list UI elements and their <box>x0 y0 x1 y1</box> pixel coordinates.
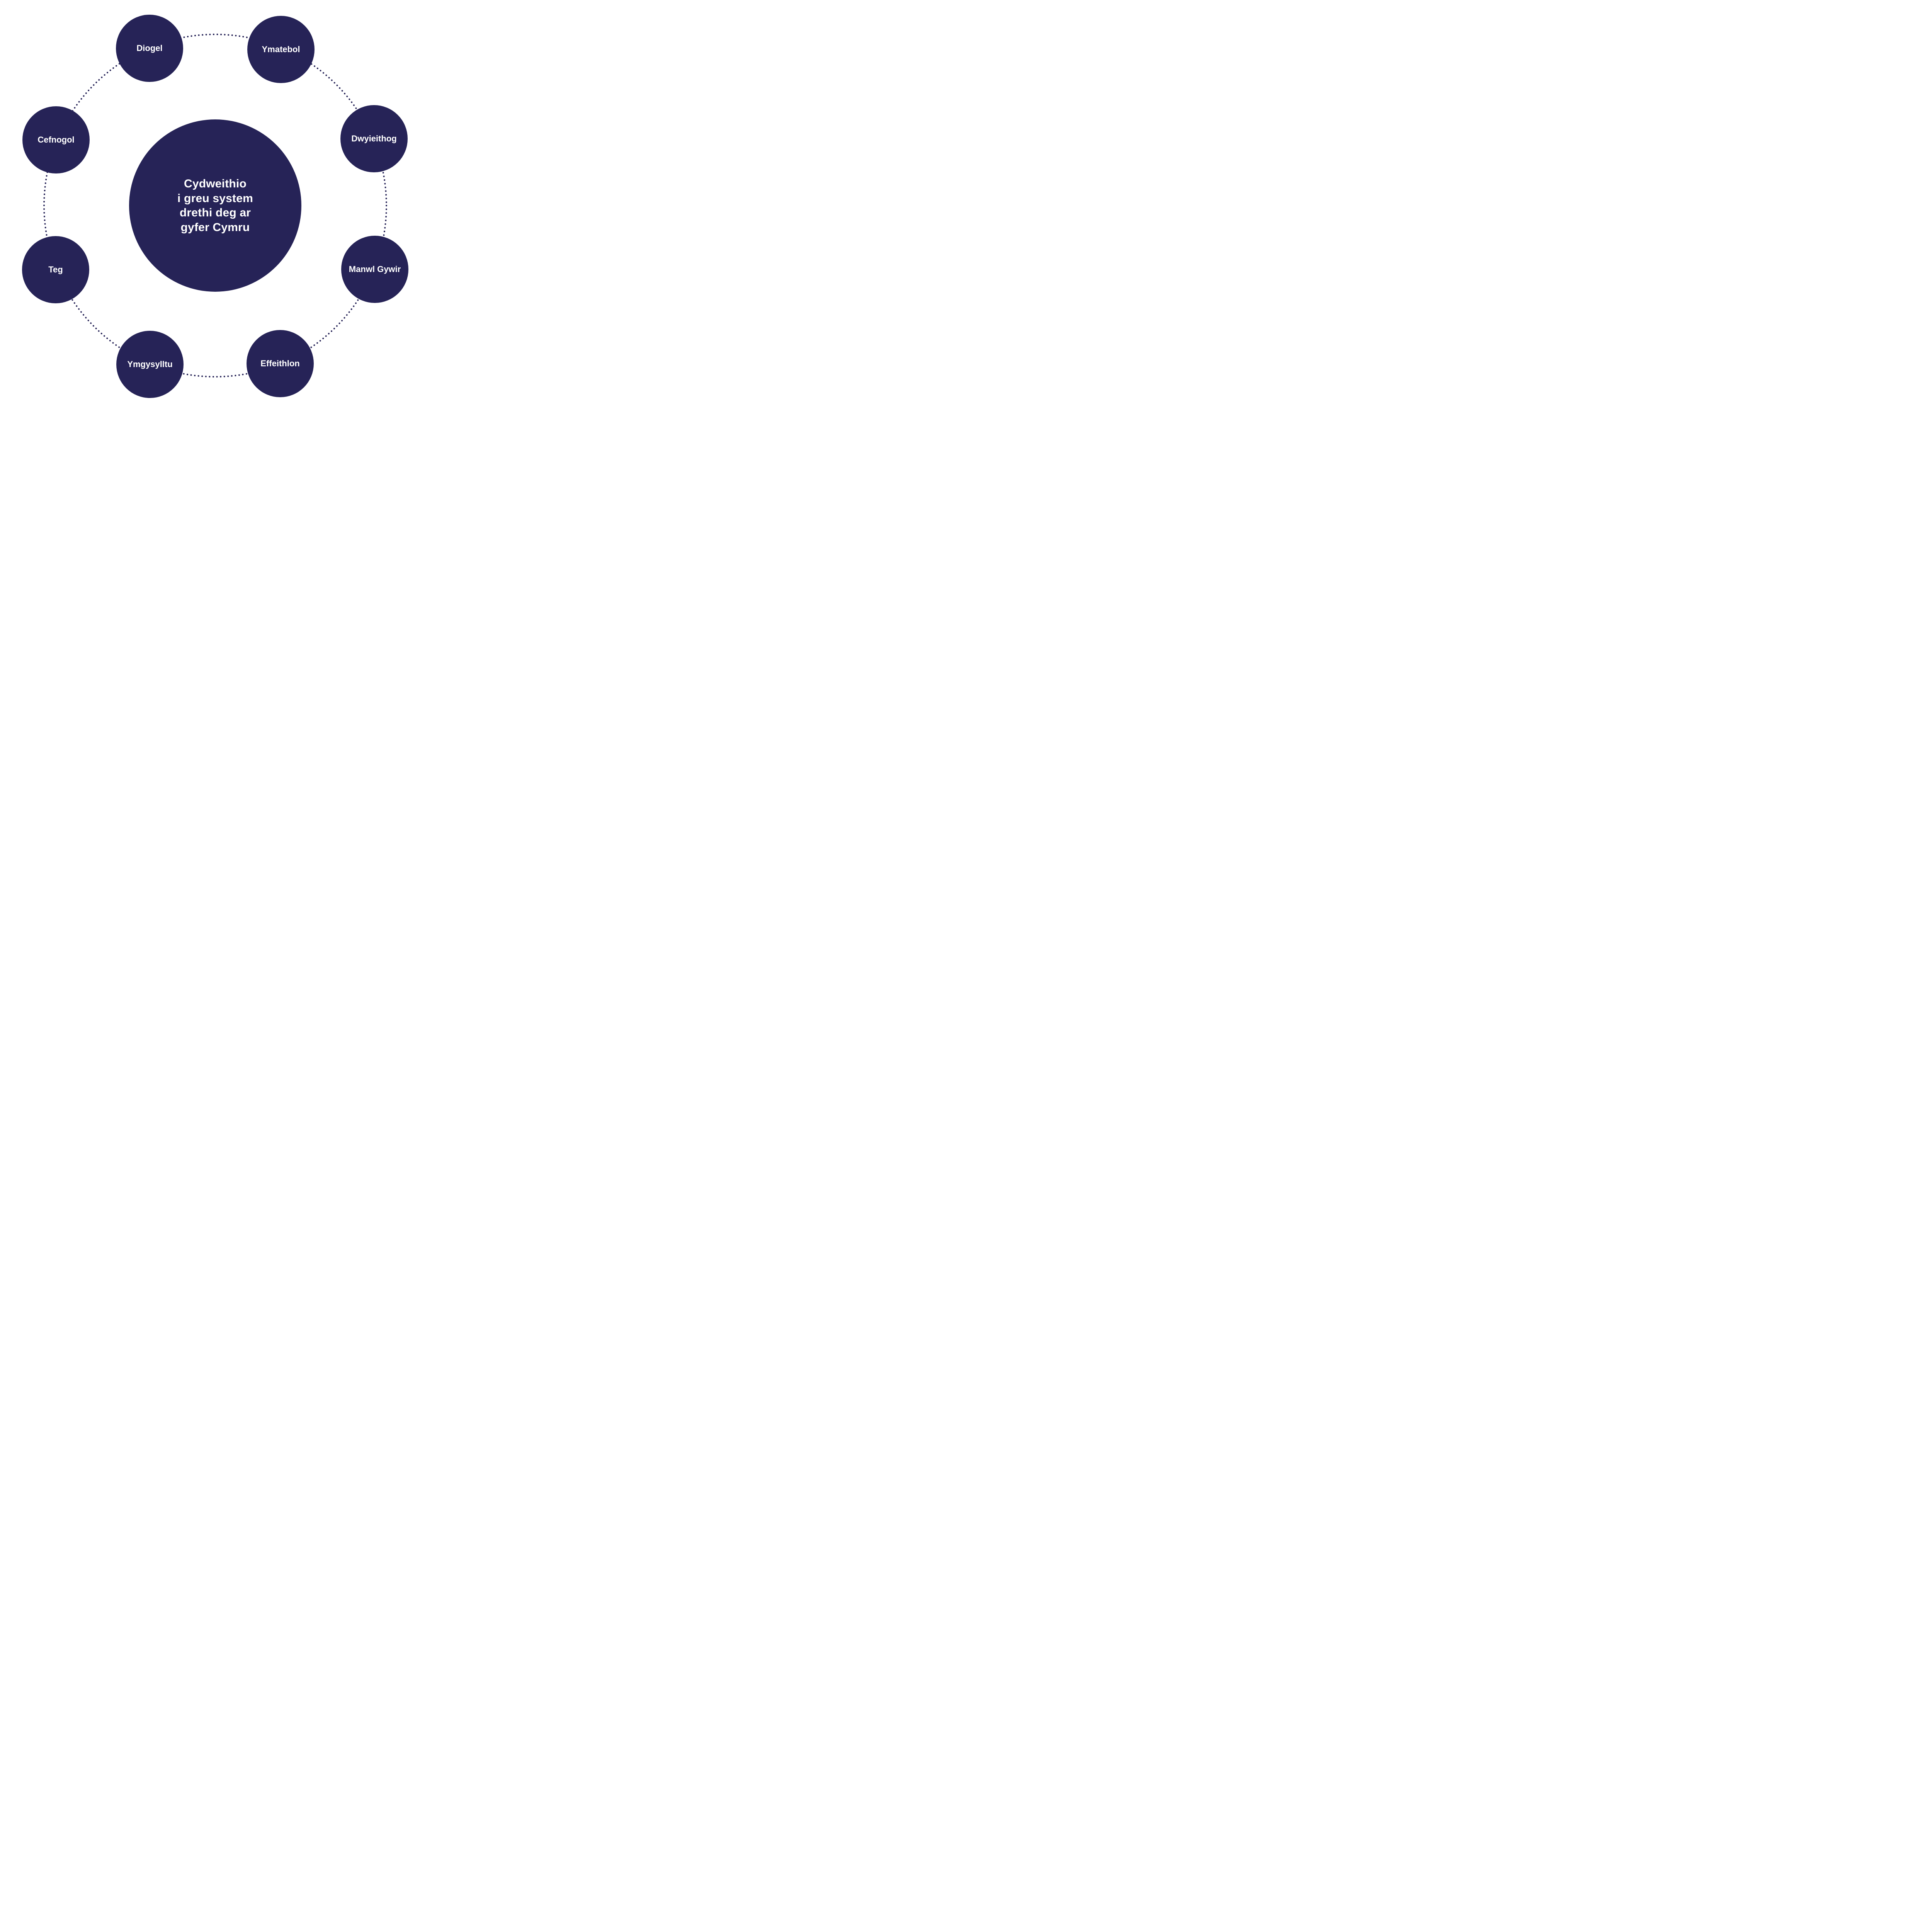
satellite-circle-effeithlon: Effeithlon <box>247 330 314 397</box>
center-label-line-3: drethi deg ar <box>179 206 251 219</box>
satellite-label-teg: Teg <box>48 264 63 274</box>
satellite-label-cefnogol: Cefnogol <box>37 134 75 145</box>
center-label-line-4: gyfer Cymru <box>180 221 250 234</box>
center-label: Cydweithio i greu system drethi deg ar g… <box>177 177 253 235</box>
satellite-label-ymgysylltu: Ymgysylltu <box>127 359 173 369</box>
satellite-circle-dwyieithog: Dwyieithog <box>340 105 408 172</box>
satellite-circle-ymatebol: Ymatebol <box>247 16 315 83</box>
center-circle: Cydweithio i greu system drethi deg ar g… <box>129 119 301 292</box>
satellite-circle-teg: Teg <box>22 236 89 303</box>
satellite-circle-ymgysylltu: Ymgysylltu <box>116 331 184 398</box>
center-label-line-1: Cydweithio <box>184 177 247 190</box>
dotted-ring <box>43 34 387 378</box>
satellite-circle-manwl-gywir: Manwl Gywir <box>341 236 408 303</box>
satellite-circle-cefnogol: Cefnogol <box>22 106 90 173</box>
satellite-label-diogel: Diogel <box>136 43 163 53</box>
satellite-label-ymatebol: Ymatebol <box>262 44 300 54</box>
satellite-label-manwl-gywir: Manwl Gywir <box>349 264 401 274</box>
satellite-circle-diogel: Diogel <box>116 15 183 82</box>
dotted-ring-circle <box>43 34 387 378</box>
diagram-canvas: Diogel Ymatebol Dwyieithog Manwl Gywir E… <box>0 0 428 401</box>
center-label-line-2: i greu system <box>177 192 253 205</box>
satellite-label-effeithlon: Effeithlon <box>260 358 300 368</box>
satellite-label-dwyieithog: Dwyieithog <box>351 133 397 143</box>
